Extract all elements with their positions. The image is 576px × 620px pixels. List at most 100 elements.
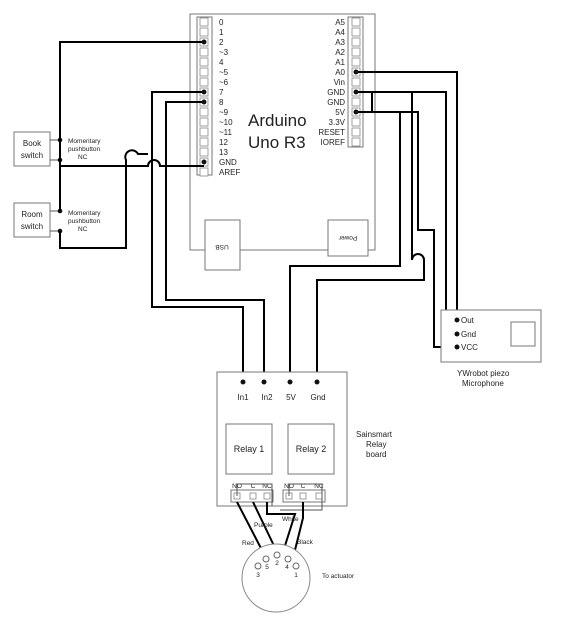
connector-pin — [254, 562, 262, 570]
pushbutton-bottom-line1: Momentary — [68, 210, 101, 217]
wire-pin2-switches — [59, 41, 204, 211]
pin-label: ~11 — [219, 128, 233, 137]
header-pin — [199, 107, 209, 117]
mic-pin-node — [454, 331, 460, 337]
wire-pin8-in2 — [165, 101, 265, 380]
wire-white-label: White — [282, 516, 299, 523]
header-pin — [351, 47, 361, 57]
actuator-connector: 3 5 2 4 1 To actuator — [241, 543, 355, 613]
pin-node — [353, 89, 359, 95]
mic-pin-node — [454, 317, 460, 323]
wire-purple-label: Purple — [254, 522, 273, 529]
relay-input-node — [287, 379, 293, 385]
wires — [59, 41, 458, 380]
pin-label: 4 — [219, 58, 224, 67]
pin-label: A3 — [335, 38, 345, 47]
pin-node — [353, 69, 359, 75]
relay-input-node — [314, 379, 320, 385]
book-switch-line1: Book — [23, 139, 42, 148]
arduino-name-line1: Arduino — [248, 111, 307, 130]
header-pin — [199, 147, 209, 157]
wire-room-switch-gnd — [59, 149, 148, 249]
wire-5v-relay — [289, 112, 401, 380]
terminal-label: NC — [262, 483, 272, 490]
power-jack — [327, 219, 369, 257]
mic-pin-vcc: VCC — [461, 343, 478, 352]
mic-element — [510, 321, 536, 347]
relay-input-node — [261, 379, 267, 385]
terminal-screw — [299, 492, 307, 500]
connector-pin-3: 3 — [256, 572, 260, 579]
header-pin — [199, 137, 209, 147]
connector-pin — [292, 562, 300, 570]
pin-label: ~9 — [219, 108, 229, 117]
header-pin — [351, 117, 361, 127]
connector-body — [241, 543, 311, 613]
actuator-wiring: Red Purple White Black — [236, 483, 323, 559]
mic-pin-gnd: Gnd — [461, 330, 476, 339]
pin-node — [201, 39, 207, 45]
room-switch-line2: switch — [21, 222, 43, 231]
pin-label: ~10 — [219, 118, 233, 127]
header-pin — [351, 97, 361, 107]
terminal-label: C — [251, 483, 256, 490]
terminal-label: C — [301, 483, 306, 490]
pushbutton-label-top: Momentary pushbutton NC — [68, 138, 101, 161]
wire-red — [236, 501, 266, 557]
pin-label: 1 — [219, 28, 224, 37]
wire-gnd-relay — [316, 91, 425, 380]
relay-board-label-line3: board — [366, 450, 386, 459]
header-pin — [199, 167, 209, 177]
wire-pin7-in1 — [151, 91, 244, 380]
mic-pin-out: Out — [461, 316, 475, 325]
power-label: Power — [338, 234, 357, 241]
header-pin — [199, 67, 209, 77]
relay-2 — [287, 423, 335, 475]
connector-pin — [273, 551, 281, 559]
header-pin — [199, 57, 209, 67]
pushbutton-label-bottom: Momentary pushbutton NC — [68, 210, 101, 233]
pin-label: 8 — [219, 98, 224, 107]
pin-label: 13 — [219, 148, 228, 157]
wire-book-switch-gnd — [59, 159, 204, 167]
pin-label: A0 — [335, 68, 345, 77]
terminal-screw — [263, 492, 271, 500]
book-switch-box — [13, 131, 51, 167]
relay-input-node — [240, 379, 246, 385]
pin-label: 12 — [219, 138, 228, 147]
header-pin — [351, 27, 361, 37]
relay-board-label-line1: Sainsmart — [356, 430, 393, 439]
wire-black — [292, 502, 304, 559]
arduino-outline — [189, 13, 376, 251]
pushbutton-bottom-line3: NC — [78, 226, 88, 233]
book-switch-line2: switch — [21, 151, 43, 160]
room-switch-line1: Room — [21, 210, 43, 219]
usb-label: USB — [215, 243, 228, 250]
connector-pin-2: 2 — [275, 560, 279, 567]
pin-label: ~6 — [219, 78, 229, 87]
pin-label: A4 — [335, 28, 345, 37]
actuator-label: To actuator — [322, 573, 355, 580]
connector-pin-4: 4 — [285, 564, 289, 571]
relay-board: In1 In2 5V Gnd Relay 1 Relay 2 Sainsmart… — [216, 371, 393, 507]
connector-pin — [284, 555, 292, 563]
pin-node — [201, 89, 207, 95]
relay-in1-label: In1 — [237, 393, 249, 402]
terminal-screw — [315, 492, 323, 500]
wire-white — [266, 502, 297, 553]
pin-label: A2 — [335, 48, 345, 57]
microphone-module: Out Gnd VCC YWrobot piezo Microphone — [440, 309, 542, 388]
pin-label: Vin — [334, 78, 345, 87]
pin-node — [353, 109, 359, 115]
header-pin — [199, 17, 209, 27]
pin-node — [201, 99, 207, 105]
pin-label: A1 — [335, 58, 345, 67]
pin-label: 3.3V — [329, 118, 346, 127]
pushbutton-bottom-line2: pushbutton — [68, 218, 101, 225]
header-pin — [199, 27, 209, 37]
header-pin — [199, 117, 209, 127]
header-pin — [199, 47, 209, 57]
jumper-no-c — [236, 483, 273, 506]
pushbutton-top-line1: Momentary — [68, 138, 101, 145]
